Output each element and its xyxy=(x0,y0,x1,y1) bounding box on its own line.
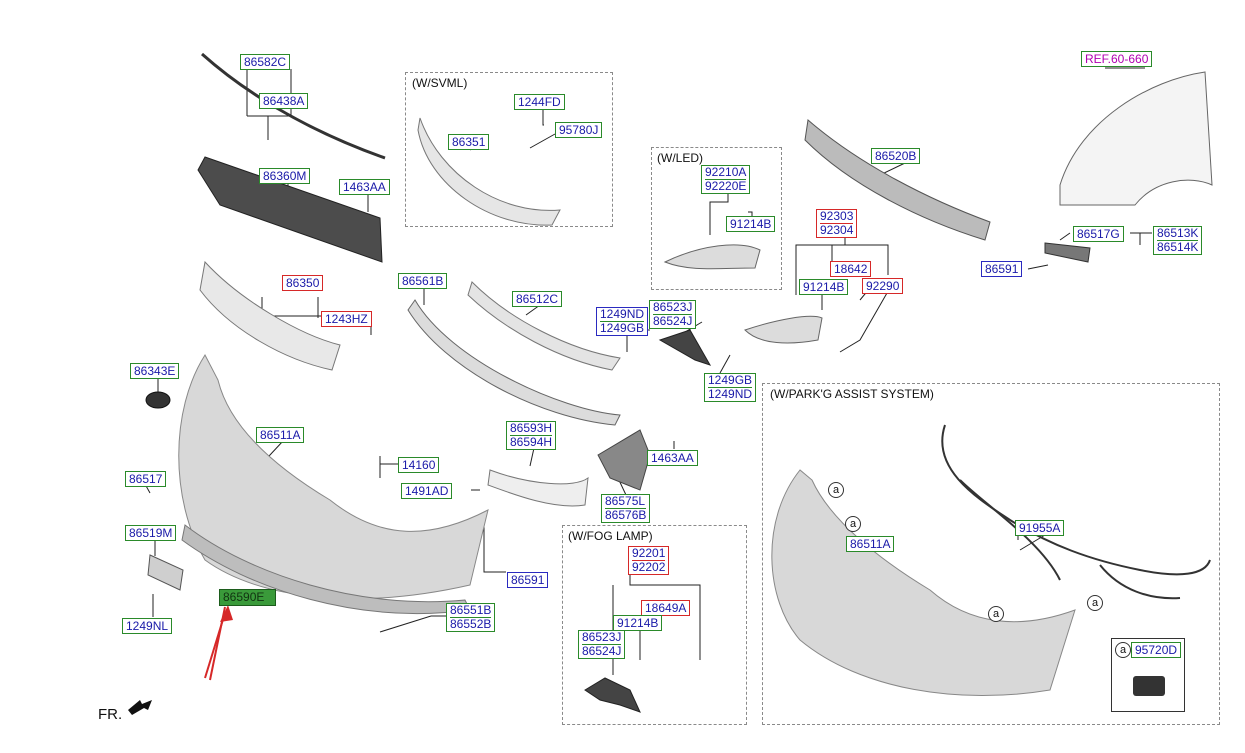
part-label-86350[interactable]: 86350 xyxy=(282,275,324,291)
part-label-86593H-86594H[interactable]: 86593H 86594H xyxy=(506,421,557,450)
part-label-1243HZ[interactable]: 1243HZ xyxy=(321,311,372,327)
part-label-86511A[interactable]: 86511A xyxy=(256,427,305,443)
part-label-1249GB[interactable]: 1249GB xyxy=(600,321,645,335)
part-label-86552B[interactable]: 86552B xyxy=(450,617,492,631)
part-label-86512C[interactable]: 86512C xyxy=(512,291,563,307)
part-label-91214B-fog[interactable]: 91214B xyxy=(613,615,663,631)
part-label-86576B[interactable]: 86576B xyxy=(605,508,647,522)
section-fog-lamp xyxy=(562,525,747,725)
part-label-95780J[interactable]: 95780J xyxy=(555,122,603,138)
part-label-86561B[interactable]: 86561B xyxy=(398,273,448,289)
part-label-92201-92202[interactable]: 92201 92202 xyxy=(628,546,670,575)
part-label-92202[interactable]: 92202 xyxy=(632,560,666,574)
part-label-92201[interactable]: 92201 xyxy=(632,546,666,560)
part-label-1249ND-1249GB[interactable]: 1249ND 1249GB xyxy=(596,307,649,336)
section-led xyxy=(651,147,782,290)
sensor-detail-box xyxy=(1111,638,1185,712)
part-label-1249NL[interactable]: 1249NL xyxy=(122,618,173,634)
part-label-86523J[interactable]: 86523J xyxy=(653,300,693,314)
part-label-91955A[interactable]: 91955A xyxy=(1015,520,1065,536)
part-label-14160[interactable]: 14160 xyxy=(398,457,440,473)
part-label-86591[interactable]: 86591 xyxy=(507,572,549,588)
part-label-18649A[interactable]: 18649A xyxy=(641,600,691,616)
part-label-1249GB-lower[interactable]: 1249GB xyxy=(708,373,753,387)
part-label-86513K[interactable]: 86513K xyxy=(1157,226,1199,240)
part-label-86523J-86524J[interactable]: 86523J 86524J xyxy=(649,300,697,329)
part-label-1463AA-mid[interactable]: 1463AA xyxy=(647,450,698,466)
section-led-title: (W/LED) xyxy=(655,151,705,165)
part-label-91214B-drl[interactable]: 91214B xyxy=(799,279,849,295)
reference-circle-a: a xyxy=(988,606,1004,622)
part-label-86519M[interactable]: 86519M xyxy=(125,525,177,541)
part-label-86513K-86514K[interactable]: 86513K 86514K xyxy=(1153,226,1203,255)
part-label-86593H[interactable]: 86593H xyxy=(510,421,553,435)
part-label-1491AD[interactable]: 1491AD xyxy=(401,483,453,499)
part-label-18642[interactable]: 18642 xyxy=(830,261,872,277)
part-label-86517G[interactable]: 86517G xyxy=(1073,226,1124,242)
part-label-86524J[interactable]: 86524J xyxy=(653,314,693,328)
section-fog-lamp-title: (W/FOG LAMP) xyxy=(566,529,655,543)
part-label-95720D[interactable]: 95720D xyxy=(1131,642,1182,658)
part-label-86511A-park[interactable]: 86511A xyxy=(846,536,895,552)
section-park-assist-title: (W/PARK'G ASSIST SYSTEM) xyxy=(768,387,936,401)
part-label-1249ND[interactable]: 1249ND xyxy=(600,307,645,321)
part-label-92303-92304[interactable]: 92303 92304 xyxy=(816,209,858,238)
part-label-86591-right[interactable]: 86591 xyxy=(981,261,1023,277)
part-label-86520B[interactable]: 86520B xyxy=(871,148,921,164)
part-label-1244FD[interactable]: 1244FD xyxy=(514,94,565,110)
part-label-92304[interactable]: 92304 xyxy=(820,223,854,237)
part-label-86551B[interactable]: 86551B xyxy=(450,603,492,617)
part-label-1249ND-lower[interactable]: 1249ND xyxy=(708,387,753,401)
part-label-91214B-led[interactable]: 91214B xyxy=(726,216,776,232)
reference-circle-a: a xyxy=(845,516,861,532)
part-label-86582C[interactable]: 86582C xyxy=(240,54,291,70)
part-label-86514K[interactable]: 86514K xyxy=(1157,240,1199,254)
part-label-86575L[interactable]: 86575L xyxy=(605,494,646,508)
part-label-86351[interactable]: 86351 xyxy=(448,134,490,150)
part-label-92290[interactable]: 92290 xyxy=(862,278,904,294)
section-park-assist xyxy=(762,383,1220,725)
part-label-86590E-highlighted[interactable]: 86590E xyxy=(219,589,276,606)
reference-circle-a: a xyxy=(828,482,844,498)
part-label-86524J-fog[interactable]: 86524J xyxy=(582,644,622,658)
part-label-1463AA[interactable]: 1463AA xyxy=(339,179,390,195)
part-label-ref-60-660[interactable]: REF.60-660 xyxy=(1081,51,1153,67)
part-label-92210A[interactable]: 92210A xyxy=(705,165,747,179)
part-label-86594H[interactable]: 86594H xyxy=(510,435,553,449)
part-label-86523J-fog[interactable]: 86523J xyxy=(582,630,622,644)
part-label-86551B-86552B[interactable]: 86551B 86552B xyxy=(446,603,496,632)
section-svml-title: (W/SVML) xyxy=(410,76,470,90)
part-label-86343E[interactable]: 86343E xyxy=(130,363,180,379)
part-label-86438A[interactable]: 86438A xyxy=(259,93,309,109)
part-label-1249GB-1249ND[interactable]: 1249GB 1249ND xyxy=(704,373,757,402)
part-label-92303[interactable]: 92303 xyxy=(820,209,854,223)
reference-circle-a: a xyxy=(1115,642,1131,658)
part-label-92220E[interactable]: 92220E xyxy=(705,179,747,193)
front-direction-label: FR. xyxy=(98,706,123,723)
part-label-92210A-92220E[interactable]: 92210A 92220E xyxy=(701,165,751,194)
part-label-86517[interactable]: 86517 xyxy=(125,471,167,487)
part-label-86360M[interactable]: 86360M xyxy=(259,168,311,184)
reference-circle-a: a xyxy=(1087,595,1103,611)
part-label-86575L-86576B[interactable]: 86575L 86576B xyxy=(601,494,651,523)
part-label-86523J-86524J-fog[interactable]: 86523J 86524J xyxy=(578,630,626,659)
section-svml xyxy=(405,72,613,227)
